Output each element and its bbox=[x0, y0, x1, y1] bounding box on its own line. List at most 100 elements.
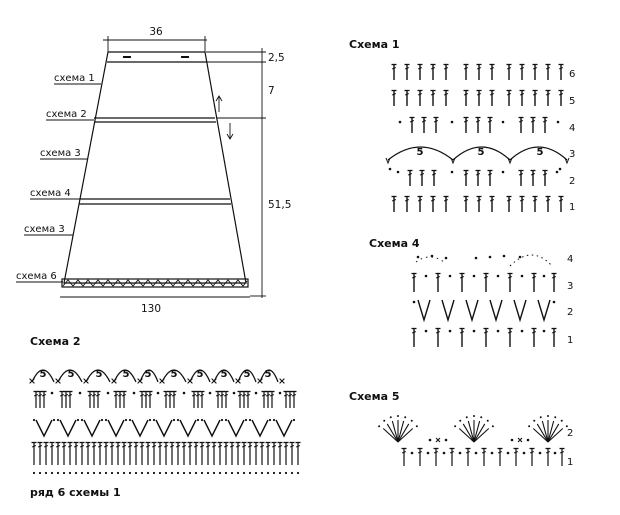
v-stitch-symbol bbox=[465, 299, 479, 323]
chain-dot bbox=[444, 256, 448, 260]
chain-dot bbox=[188, 471, 192, 475]
chain-dot bbox=[424, 329, 428, 333]
shell-stitch-symbol bbox=[462, 423, 475, 443]
stitch-symbol bbox=[80, 445, 84, 448]
v-stitch-symbol bbox=[275, 419, 293, 438]
skirt-outline bbox=[63, 51, 247, 284]
chain-arch bbox=[509, 254, 553, 267]
chain-dot bbox=[132, 391, 136, 395]
section-label: схема 4 bbox=[30, 188, 71, 199]
stitch-symbol bbox=[68, 445, 72, 448]
v-stitch-symbol bbox=[155, 419, 173, 438]
stitch-symbol bbox=[60, 394, 64, 397]
stitch-symbol bbox=[34, 394, 38, 397]
stitch-symbol bbox=[434, 451, 438, 454]
v-stitch-symbol bbox=[417, 299, 431, 323]
chain-dot bbox=[176, 471, 180, 475]
stitch-symbol bbox=[488, 120, 492, 123]
chain-dot bbox=[383, 419, 386, 422]
stitch-symbol bbox=[206, 445, 210, 448]
chain-dot bbox=[520, 329, 524, 333]
chain-dot bbox=[104, 471, 108, 475]
single-crochet-symbol bbox=[55, 378, 61, 384]
shell-stitch-symbol bbox=[473, 420, 481, 443]
stitch-symbol bbox=[284, 445, 288, 448]
stitch-symbol bbox=[450, 451, 454, 454]
chain-dot bbox=[92, 471, 96, 475]
chain-dot bbox=[442, 451, 446, 455]
stitch-symbol bbox=[533, 199, 537, 202]
stitch-symbol bbox=[476, 173, 480, 176]
shell-stitch-symbol bbox=[541, 420, 549, 443]
stitch-symbol bbox=[266, 394, 270, 397]
chain-dot bbox=[522, 451, 526, 455]
chain-dot bbox=[124, 418, 128, 422]
chain-dot bbox=[56, 471, 60, 475]
stitch-symbol bbox=[224, 394, 228, 397]
chain-dot bbox=[480, 416, 483, 419]
stitch-symbol bbox=[144, 394, 148, 397]
stitch-symbol bbox=[164, 445, 168, 448]
chain-dot bbox=[200, 471, 204, 475]
shell-stitch-symbol bbox=[467, 420, 475, 443]
stitch-symbol bbox=[230, 445, 234, 448]
stitch-symbol bbox=[490, 199, 494, 202]
top-width-label: 36 bbox=[149, 26, 163, 38]
chain-dot bbox=[502, 254, 506, 258]
stitch-symbol bbox=[170, 445, 174, 448]
chain-dot bbox=[86, 471, 90, 475]
stitch-symbol bbox=[96, 394, 100, 397]
chain-dot bbox=[398, 120, 402, 124]
chain-dot bbox=[454, 425, 457, 428]
stitch-symbol bbox=[122, 445, 126, 448]
chain-dot bbox=[266, 471, 270, 475]
chain-dot bbox=[486, 419, 489, 422]
chain-dot bbox=[474, 256, 478, 260]
chain-dot bbox=[254, 471, 258, 475]
stitch-symbol bbox=[176, 445, 180, 448]
stitch-symbol bbox=[533, 67, 537, 70]
stitch-symbol bbox=[476, 120, 480, 123]
chain-dot bbox=[76, 418, 80, 422]
stitch-symbol bbox=[530, 451, 534, 454]
chain-dot bbox=[208, 391, 212, 395]
stitch-symbol bbox=[431, 67, 435, 70]
stitch-symbol bbox=[434, 120, 438, 123]
stitch-symbol bbox=[238, 394, 242, 397]
shell-stitch-symbol bbox=[473, 423, 486, 443]
stitch-symbol bbox=[460, 276, 464, 279]
stitch-symbol bbox=[194, 445, 198, 448]
single-crochet-symbol bbox=[257, 378, 263, 384]
single-crochet-symbol bbox=[29, 378, 35, 384]
stitch-symbol bbox=[56, 445, 60, 448]
stitch-symbol bbox=[464, 199, 468, 202]
stitch-symbol bbox=[266, 445, 270, 448]
stitch-symbol bbox=[242, 445, 246, 448]
section-label: схема 1 bbox=[54, 73, 95, 84]
v-stitch-symbol bbox=[537, 299, 551, 323]
stitch-symbol bbox=[196, 394, 200, 397]
stitch-symbol bbox=[531, 120, 535, 123]
stitch-symbol bbox=[246, 394, 250, 397]
shell-stitch-symbol bbox=[397, 420, 405, 443]
chain-dot bbox=[528, 425, 531, 428]
v-stitch-symbol bbox=[35, 419, 53, 438]
stitch-symbol bbox=[477, 67, 481, 70]
chain-dot bbox=[32, 418, 36, 422]
scheme-1-symbols bbox=[385, 63, 570, 212]
up-arrow-head bbox=[215, 95, 223, 102]
stitch-symbol bbox=[188, 445, 192, 448]
stitch-symbol bbox=[116, 445, 120, 448]
stitch-symbol bbox=[532, 276, 536, 279]
chain-dot bbox=[506, 451, 510, 455]
arch-count: 5 bbox=[40, 369, 47, 380]
chain-dot bbox=[248, 418, 252, 422]
lower-height-label: 51,5 bbox=[268, 199, 291, 211]
shell-stitch-symbol bbox=[547, 428, 564, 443]
single-crochet-symbol bbox=[187, 378, 193, 384]
chain-dot bbox=[284, 471, 288, 475]
chain-dot bbox=[52, 418, 56, 422]
chain-dot bbox=[397, 415, 399, 417]
v-stitch-symbol bbox=[513, 299, 527, 323]
chain-dot bbox=[472, 329, 476, 333]
